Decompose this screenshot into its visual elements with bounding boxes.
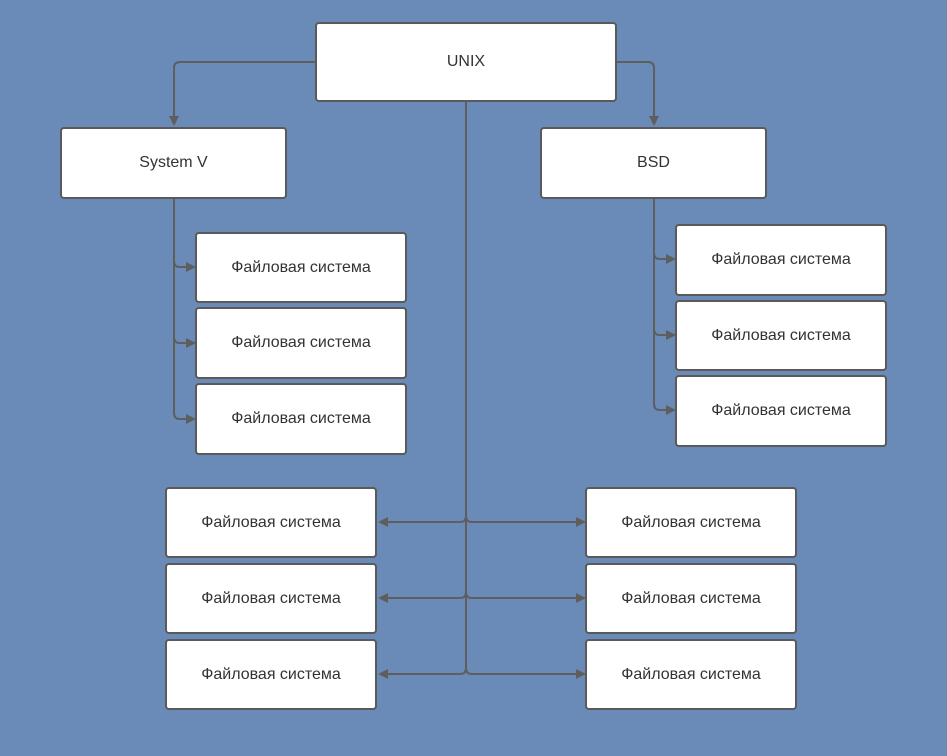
connector-unix-right-child-3 — [465, 667, 579, 675]
node-label: Файловая система — [231, 410, 371, 427]
arrowhead-system-v-child-2 — [186, 338, 196, 348]
arrowhead-bsd-child-3 — [666, 405, 676, 415]
node-system-v-label: System V — [139, 154, 208, 171]
node-unix-right-filesystem-3[interactable]: Файловая система — [585, 639, 797, 710]
arrowhead-bsd — [649, 116, 659, 126]
connector-unix-to-system-v — [173, 61, 317, 119]
node-label: Файловая система — [711, 402, 851, 419]
node-unix[interactable]: UNIX — [315, 22, 617, 102]
connector-unix-right-child-2 — [465, 591, 579, 599]
node-label: Файловая система — [231, 258, 371, 276]
arrowhead-bsd-child-2 — [666, 330, 676, 340]
node-unix-right-filesystem-1[interactable]: Файловая система — [585, 487, 797, 558]
connector-unix-left-child-1 — [385, 515, 467, 523]
node-bsd-filesystem-1[interactable]: Файловая система — [675, 224, 887, 296]
connector-bsd-trunk — [653, 197, 669, 411]
arrowhead-unix-left-child-1 — [378, 517, 388, 527]
connector-unix-right-child-1 — [465, 515, 579, 523]
arrowhead-system-v-child-3 — [186, 414, 196, 424]
node-unix-left-filesystem-3[interactable]: Файловая система — [165, 639, 377, 710]
connector-unix-to-bsd — [615, 61, 655, 119]
arrowhead-unix-right-child-2 — [576, 593, 586, 603]
arrowhead-unix-left-child-2 — [378, 593, 388, 603]
arrowhead-system-v-child-1 — [186, 262, 196, 272]
node-bsd-filesystem-2[interactable]: Файловая система — [675, 300, 887, 371]
node-label: Файловая система — [201, 589, 341, 607]
arrowhead-bsd-child-1 — [666, 254, 676, 264]
node-bsd-filesystem-3[interactable]: Файловая система — [675, 375, 887, 447]
node-label: Файловая система — [231, 334, 371, 351]
arrowhead-unix-right-child-1 — [576, 517, 586, 527]
connector-bsd-child-2 — [653, 328, 669, 336]
node-system-v-filesystem-2[interactable]: Файловая система — [195, 307, 407, 379]
node-label: Файловая система — [621, 665, 761, 683]
node-bsd[interactable]: BSD — [540, 127, 767, 199]
node-unix-left-filesystem-1[interactable]: Файловая система — [165, 487, 377, 558]
connector-system-v-trunk — [173, 197, 189, 420]
node-label: Файловая система — [711, 251, 851, 268]
node-label: Файловая система — [621, 589, 761, 607]
node-label: Файловая система — [621, 513, 761, 531]
node-label: Файловая система — [201, 665, 341, 683]
node-bsd-label: BSD — [637, 154, 670, 171]
node-system-v-filesystem-1[interactable]: Файловая система — [195, 232, 407, 303]
connector-system-v-child-2 — [173, 336, 189, 344]
node-unix-right-filesystem-2[interactable]: Файловая система — [585, 563, 797, 634]
arrowhead-system-v — [169, 116, 179, 126]
connector-bsd-child-1 — [653, 252, 669, 260]
connector-unix-left-child-2 — [385, 591, 467, 599]
node-system-v[interactable]: System V — [60, 127, 287, 199]
node-label: Файловая система — [201, 513, 341, 531]
arrowhead-unix-left-child-3 — [378, 669, 388, 679]
node-label: Файловая система — [711, 326, 851, 344]
node-system-v-filesystem-3[interactable]: Файловая система — [195, 383, 407, 455]
node-unix-left-filesystem-2[interactable]: Файловая система — [165, 563, 377, 634]
connector-unix-left-child-3 — [385, 667, 467, 675]
node-unix-label: UNIX — [446, 53, 486, 70]
connector-system-v-child-1 — [173, 260, 189, 268]
arrowhead-unix-right-child-3 — [576, 669, 586, 679]
